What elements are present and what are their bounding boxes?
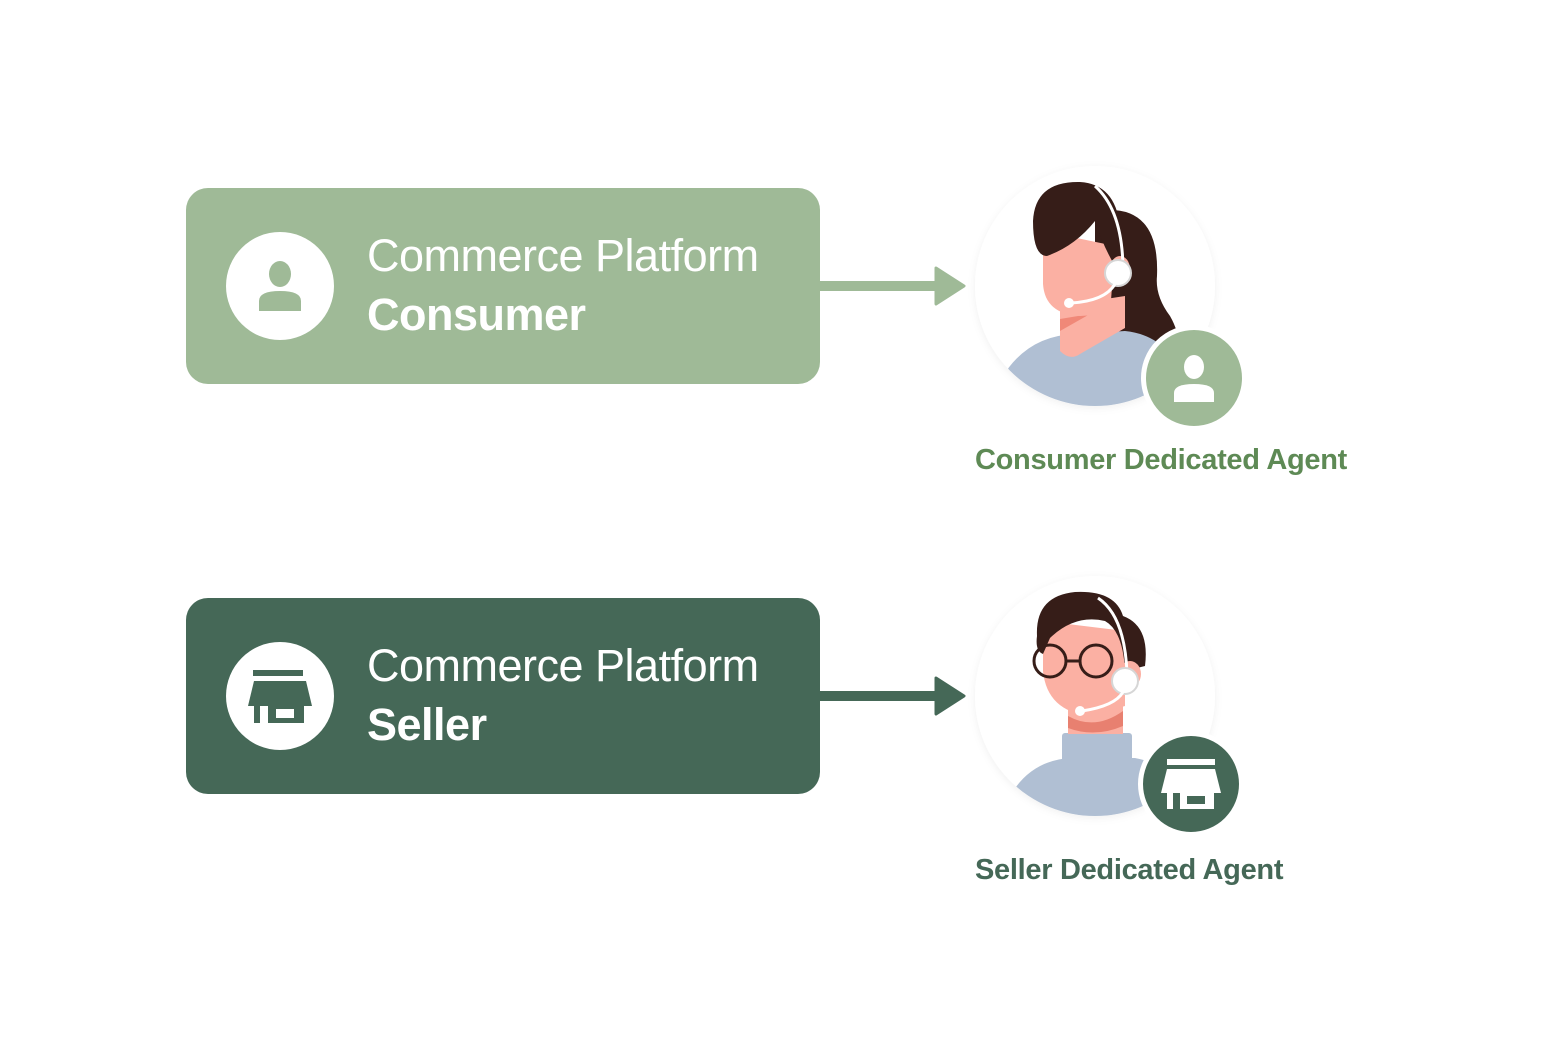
- consumer-agent-label: Consumer Dedicated Agent: [975, 444, 1348, 476]
- seller-agent-label: Seller Dedicated Agent: [975, 854, 1284, 886]
- storefront-icon: [248, 670, 312, 723]
- role-label: Consumer: [367, 289, 586, 340]
- seller-arrow: [820, 676, 966, 716]
- platform-label: Commerce Platform: [367, 640, 759, 691]
- consumer-icon-circle: [226, 232, 334, 340]
- storefront-icon: [1161, 759, 1221, 809]
- role-label: Seller: [367, 699, 487, 750]
- person-icon: [259, 261, 301, 311]
- seller-icon-circle: [226, 642, 334, 750]
- person-icon: [1174, 355, 1214, 402]
- consumer-platform-box: Commerce Platform Consumer: [186, 188, 820, 384]
- consumer-agent-avatar: [975, 166, 1215, 406]
- platform-label: Commerce Platform: [367, 230, 759, 281]
- seller-platform-box: Commerce Platform Seller: [186, 598, 820, 794]
- consumer-agent-badge: [1141, 325, 1247, 431]
- consumer-arrow: [820, 266, 966, 306]
- seller-agent-badge: [1138, 731, 1244, 837]
